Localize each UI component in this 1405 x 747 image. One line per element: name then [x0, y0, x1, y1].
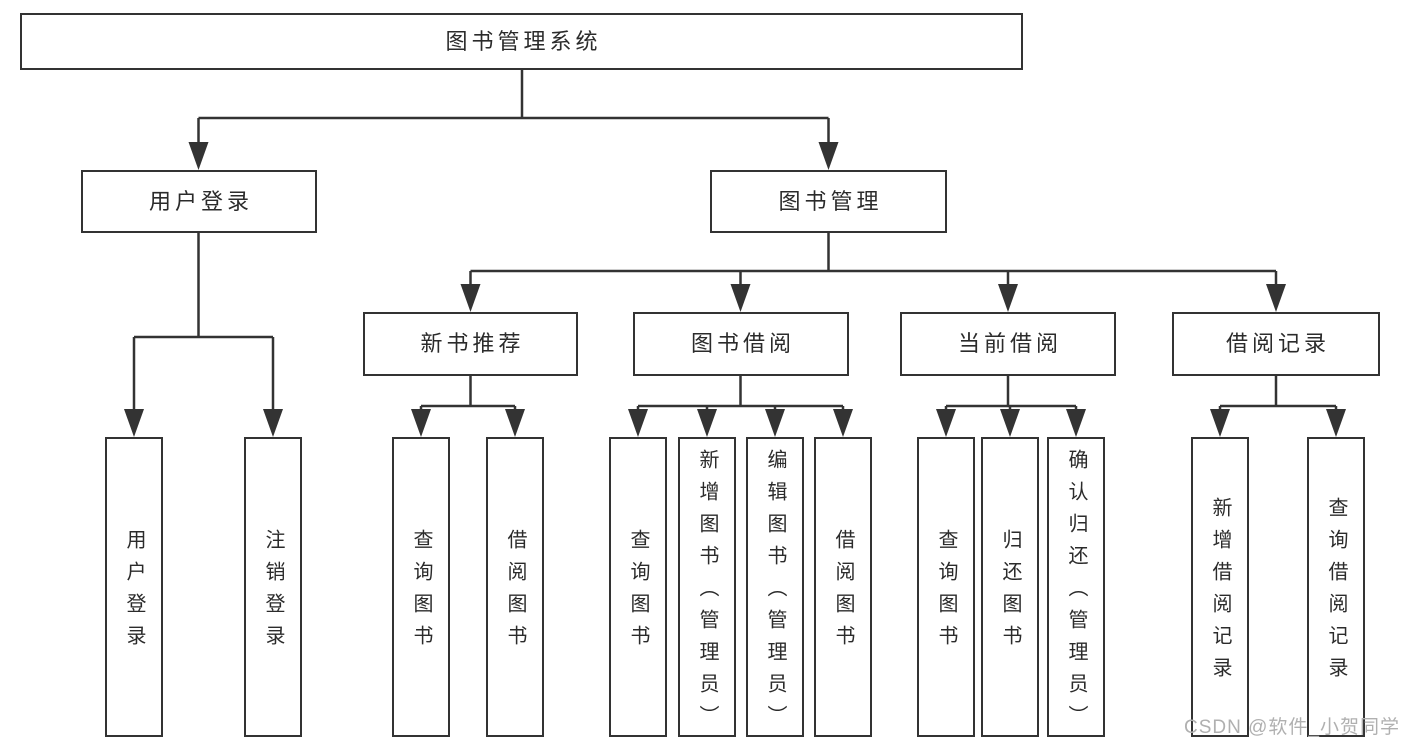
leaf-query-borrow-record-label: 查询借阅记录 — [1325, 497, 1347, 689]
leaf-confirm-return-admin: 确认归还（管理员） — [1047, 437, 1105, 737]
leaf-edit-book-admin: 编辑图书（管理员） — [746, 437, 804, 737]
leaf-query-books-current-label: 查询图书 — [935, 529, 957, 657]
arrow-down-icon — [1266, 284, 1286, 312]
arrow-down-icon — [411, 409, 431, 437]
leaf-borrow-books-recommend: 借阅图书 — [486, 437, 544, 737]
arrow-down-icon — [1326, 409, 1346, 437]
arrow-down-icon — [1066, 409, 1086, 437]
connector-book-mgmt-to-level3 — [469, 233, 1278, 290]
node-current-borrow-label: 当前借阅 — [957, 331, 1062, 356]
arrow-down-icon — [998, 284, 1018, 312]
node-book-management: 图书管理 — [710, 170, 947, 233]
node-borrow-records-label: 借阅记录 — [1225, 331, 1330, 356]
connector-book-borrow-to-leaves — [636, 376, 845, 414]
leaf-query-books-borrow: 查询图书 — [609, 437, 667, 737]
leaf-query-books-recommend-label: 查询图书 — [410, 529, 432, 657]
arrow-down-icon — [936, 409, 956, 437]
node-root: 图书管理系统 — [20, 13, 1023, 70]
arrow-down-icon — [124, 409, 144, 437]
arrow-down-icon — [818, 142, 839, 170]
leaf-query-books-current: 查询图书 — [917, 437, 975, 737]
arrow-down-icon — [188, 142, 209, 170]
arrow-down-icon — [1210, 409, 1230, 437]
node-user-login: 用户登录 — [81, 170, 317, 233]
node-new-book-recommend: 新书推荐 — [363, 312, 578, 376]
leaf-query-books-borrow-label: 查询图书 — [627, 529, 649, 657]
connector-user-login-to-leaves — [132, 233, 275, 414]
arrow-down-icon — [628, 409, 648, 437]
connector-current-borrow-to-leaves — [944, 376, 1078, 414]
arrow-down-icon — [730, 284, 751, 312]
leaf-query-books-recommend: 查询图书 — [392, 437, 450, 737]
node-current-borrow: 当前借阅 — [900, 312, 1116, 376]
leaf-confirm-return-admin-label: 确认归还（管理员） — [1065, 449, 1087, 737]
connector-borrow-records-to-leaves — [1218, 376, 1338, 414]
leaf-add-book-admin-label: 新增图书（管理员） — [696, 449, 718, 737]
leaf-logout: 注销登录 — [244, 437, 302, 737]
leaf-borrow-books-borrow-label: 借阅图书 — [832, 529, 854, 657]
csdn-watermark: CSDN @软件_小贺同学 — [1184, 717, 1400, 738]
connector-new-book-to-leaves — [419, 376, 517, 414]
leaf-return-book: 归还图书 — [981, 437, 1039, 737]
leaf-add-book-admin: 新增图书（管理员） — [678, 437, 736, 737]
leaf-borrow-books-borrow: 借阅图书 — [814, 437, 872, 737]
node-book-borrow: 图书借阅 — [633, 312, 849, 376]
leaf-add-borrow-record: 新增借阅记录 — [1191, 437, 1249, 737]
node-borrow-records: 借阅记录 — [1172, 312, 1380, 376]
leaf-logout-label: 注销登录 — [262, 529, 284, 657]
connector-root-to-level2 — [197, 70, 830, 150]
leaf-add-borrow-record-label: 新增借阅记录 — [1209, 497, 1231, 689]
arrow-down-icon — [697, 409, 717, 437]
arrow-down-icon — [833, 409, 853, 437]
node-root-label: 图书管理系统 — [445, 28, 602, 54]
arrow-down-icon — [765, 409, 785, 437]
node-user-login-label: 用户登录 — [148, 188, 253, 214]
leaf-query-borrow-record: 查询借阅记录 — [1307, 437, 1365, 737]
node-new-book-recommend-label: 新书推荐 — [420, 331, 525, 356]
arrow-down-icon — [505, 409, 525, 437]
leaf-user-login-label: 用户登录 — [123, 529, 145, 657]
leaf-borrow-books-recommend-label: 借阅图书 — [504, 529, 526, 657]
arrow-down-icon — [1000, 409, 1020, 437]
arrow-down-icon — [460, 284, 481, 312]
leaf-edit-book-admin-label: 编辑图书（管理员） — [764, 449, 786, 737]
arrow-down-icon — [263, 409, 283, 437]
arrowheads — [124, 142, 1346, 437]
node-book-management-label: 图书管理 — [778, 188, 883, 214]
leaf-user-login: 用户登录 — [105, 437, 163, 737]
leaf-return-book-label: 归还图书 — [999, 529, 1021, 657]
node-book-borrow-label: 图书借阅 — [690, 331, 795, 356]
